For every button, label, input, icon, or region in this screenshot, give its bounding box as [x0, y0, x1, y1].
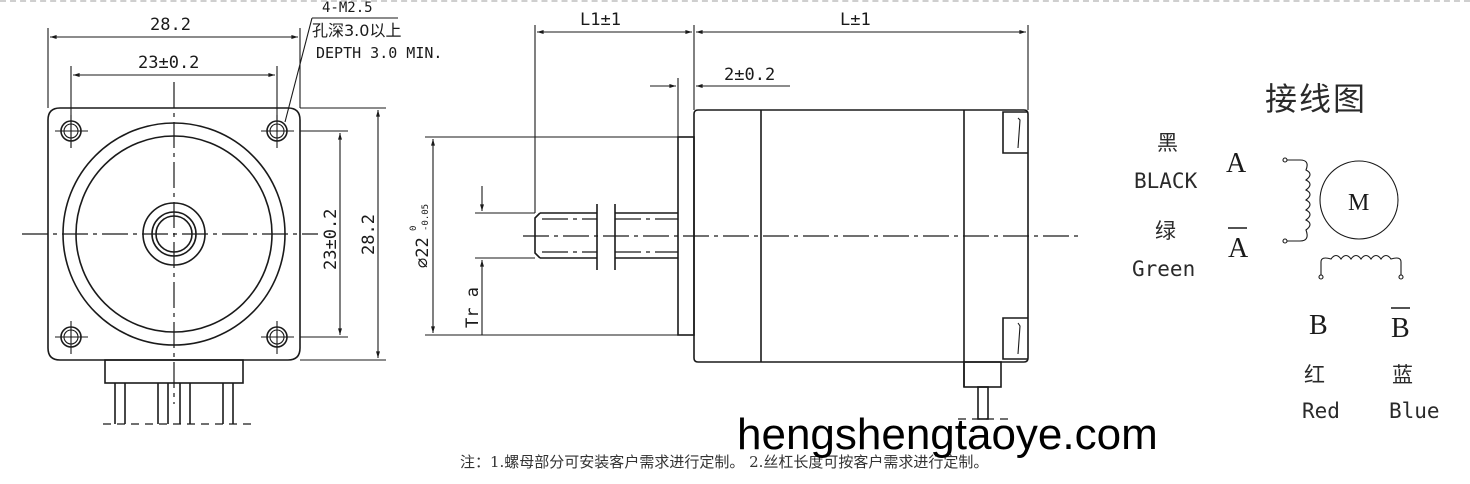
wire-abar-color-cn: 绿 [1155, 219, 1176, 243]
front-view: 28.2 23±0.2 4-M2.5 孔深3.0以上 DEPTH 3.0 MIN… [22, 0, 442, 425]
dim-boss-diameter-label: ⌀22 [413, 237, 433, 268]
dim-width-label: 28.2 [150, 15, 191, 35]
dim-height-label: 28.2 [359, 214, 379, 255]
top-border [0, 0, 1470, 2]
pin-a-bar: A [1228, 233, 1249, 264]
pin-b-bar: B [1391, 313, 1410, 344]
pin-b: B [1309, 310, 1328, 341]
dim-thread-label: Tr a [463, 287, 483, 328]
coil-b [1320, 254, 1402, 275]
side-view: L1±1 L±1 2±0.2 ⌀22 0 -0.05 Tr a [409, 10, 1080, 420]
flange-outline [47, 107, 301, 361]
connector-housing [104, 359, 244, 384]
wiring-diagram: 接线图 黑 BLACK A 绿 Green A M B B 红 Red 蓝 Bl… [1132, 80, 1440, 423]
dim-boss-tol-lower: -0.05 [421, 204, 431, 231]
hole-callout-size: 4-M2.5 [322, 0, 373, 16]
coil-a [1287, 159, 1311, 242]
connector-pins [114, 383, 234, 424]
wire-b-color-cn: 红 [1304, 363, 1325, 387]
wire-b-color-en: Red [1302, 399, 1340, 423]
dim-boss-tol-upper: 0 [409, 226, 419, 231]
footnote: 注：1.螺母部分可安装客户需求进行定制。 2.丝杠长度可按客户需求进行定制。 [460, 453, 989, 471]
wire-a-color-en: BLACK [1134, 169, 1198, 193]
hole-callout-depth-en: DEPTH 3.0 MIN. [316, 44, 442, 62]
dim-flange-label: 2±0.2 [724, 65, 775, 85]
pin-a: A [1226, 148, 1247, 179]
wiring-title: 接线图 [1265, 80, 1367, 118]
dim-shaft-length-label: L1±1 [580, 10, 621, 30]
motor-symbol-label: M [1348, 190, 1369, 216]
motor-symbol-circle [1319, 160, 1399, 240]
hole-callout-depth-cn: 孔深3.0以上 [312, 21, 401, 40]
wire-bbar-color-en: Blue [1389, 399, 1440, 423]
dim-hole-spacing-vertical-label: 23±0.2 [321, 209, 341, 270]
wire-bbar-color-cn: 蓝 [1392, 363, 1413, 387]
wire-a-color-cn: 黑 [1157, 131, 1178, 155]
wire-abar-color-en: Green [1132, 257, 1195, 281]
dim-hole-spacing-label: 23±0.2 [138, 53, 199, 73]
watermark: hengshengtaoye.com [737, 410, 1158, 459]
dim-body-length-label: L±1 [840, 10, 871, 30]
